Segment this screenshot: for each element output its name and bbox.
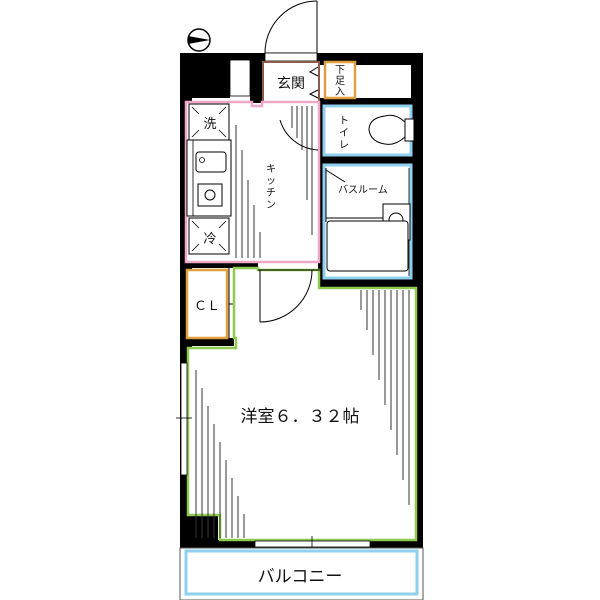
entry-door: [264, 0, 318, 54]
shoe-storage-char-2: 足: [335, 75, 345, 87]
kitchen-char-2: ッ: [266, 176, 276, 187]
window-balcony: [254, 540, 371, 548]
toilet-icon: [368, 114, 415, 145]
balcony-label: バルコニー: [258, 567, 343, 587]
fridge-label: 冷: [203, 232, 216, 247]
toilet-char-3: レ: [339, 140, 349, 151]
room-entrance: 玄関: [262, 61, 320, 103]
room-closet: ＣＬ: [185, 268, 247, 340]
western-room-label: 洋室６．３２帖: [241, 407, 360, 427]
room-western: 洋室６．３２帖: [176, 266, 418, 552]
kitchen-char-1: キ: [266, 164, 276, 175]
shading-lines-left: [195, 370, 245, 538]
toilet-char-2: イ: [339, 128, 349, 139]
window-left: [180, 362, 188, 476]
room-kitchen: 洗 冷 キ ッ チ ン: [184, 100, 321, 264]
sink-icon: [195, 151, 227, 173]
kitchen-char-4: ン: [266, 200, 276, 211]
entrance-label: 玄関: [277, 75, 305, 92]
washer-label: 洗: [203, 117, 216, 132]
room-bathroom: バスルーム: [322, 163, 413, 280]
closet-label: ＣＬ: [194, 299, 220, 314]
kitchen-char-3: チ: [266, 187, 276, 199]
bathtub-icon: [326, 220, 409, 272]
shoe-storage-char-1: 下: [335, 65, 345, 76]
toilet-char-1: ト: [339, 116, 349, 127]
bathroom-label: バスルーム: [338, 184, 388, 196]
balcony: バルコニー: [179, 547, 424, 600]
shading-lines-right: [360, 290, 410, 505]
room-shoe-storage: 下 足 入: [323, 60, 357, 100]
room-toilet: ト イ レ: [322, 104, 415, 157]
north-arrow-icon: [187, 28, 211, 52]
shoe-storage-char-3: 入: [335, 87, 345, 98]
